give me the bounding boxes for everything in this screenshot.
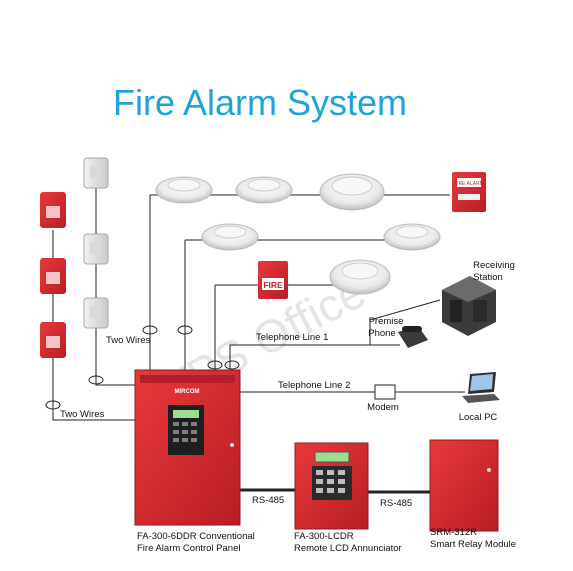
- relay-module-label-2: Smart Relay Module: [430, 539, 516, 550]
- control-panel-label-2: Fire Alarm Control Panel: [137, 543, 240, 554]
- telephone-line-2-label: Telephone Line 2: [278, 380, 350, 391]
- annunciator-label-1: FA-300-LCDR: [294, 531, 354, 542]
- relay-module-label-1: SRM-312R: [430, 527, 477, 538]
- pull-station-small: FIRE: [258, 261, 288, 299]
- pull-station-top-label: FIRE ALARM: [454, 181, 484, 187]
- premise-phone-label-1: Premise: [369, 316, 404, 327]
- receiving-station: [442, 276, 496, 336]
- panel-brand-label: MIRCOM: [175, 389, 200, 395]
- telephone-line-1-label: Telephone Line 1: [256, 332, 328, 343]
- rs485-left-label: RS-485: [252, 495, 284, 506]
- smoke-detector-3: [319, 173, 385, 211]
- white-horn-1: [83, 157, 109, 189]
- control-panel-label-1: FA-300-6DDR Conventional: [137, 531, 255, 542]
- strobe-horn-1: [40, 192, 66, 228]
- wire-junctions: [45, 325, 240, 410]
- local-pc-label: Local PC: [459, 412, 498, 423]
- rs485-right-label: RS-485: [380, 498, 412, 509]
- diagram-title: Fire Alarm System: [112, 82, 408, 123]
- fire-alarm-control-panel: MIRCOM: [134, 369, 241, 526]
- smoke-detector-5: [383, 223, 441, 251]
- receiving-station-label-1: Receiving: [473, 260, 515, 271]
- annunciator-label-2: Remote LCD Annunciator: [294, 543, 402, 554]
- smoke-detector-1: [155, 176, 213, 204]
- smart-relay-module: [429, 439, 499, 532]
- modem-box: [374, 384, 396, 400]
- smoke-detector-4: [201, 223, 259, 251]
- receiving-station-label-2: Station: [473, 272, 503, 283]
- strobe-horn-3: [40, 322, 66, 358]
- white-horn-2: [83, 233, 109, 265]
- pull-station-small-label: FIRE: [263, 280, 283, 290]
- pull-station-top: FIRE ALARM: [452, 172, 486, 212]
- modem-label: Modem: [367, 402, 399, 413]
- white-horn-3: [83, 297, 109, 329]
- two-wires-bottom-label: Two Wires: [60, 409, 105, 420]
- remote-lcd-annunciator: [294, 442, 369, 530]
- laptop-icon: [462, 372, 500, 403]
- strobe-horn-2: [40, 258, 66, 294]
- premise-phone-label-2: Phone: [368, 328, 395, 339]
- smoke-detector-6: [329, 259, 391, 295]
- smoke-detector-2: [235, 176, 293, 204]
- phone-icon: [398, 326, 428, 348]
- two-wires-top-label: Two Wires: [106, 335, 151, 346]
